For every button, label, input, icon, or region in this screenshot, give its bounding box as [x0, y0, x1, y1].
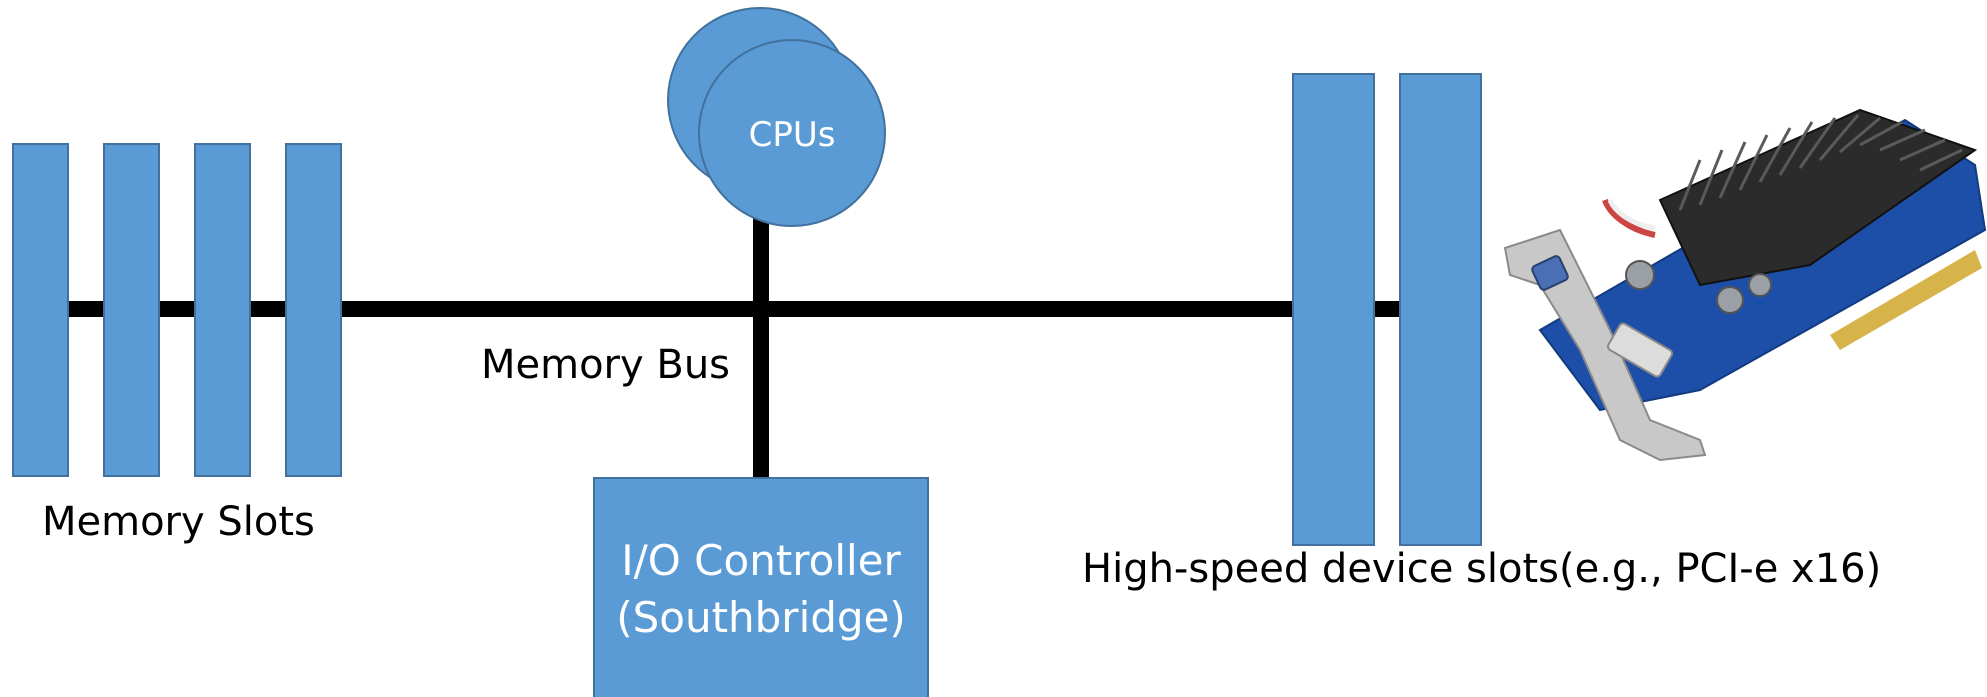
io-controller-label-line2: (Southbridge) [616, 593, 906, 642]
io-controller-label-line1: I/O Controller [621, 536, 901, 585]
high-speed-slot-2 [1399, 73, 1482, 546]
memory-bus-label: Memory Bus [481, 342, 730, 388]
graphics-card-image [1503, 108, 1987, 462]
io-controller: I/O Controller (Southbridge) [593, 477, 929, 697]
memory-slot-4 [285, 143, 342, 477]
cpus: CPUs [667, 7, 886, 227]
memory-slots [12, 143, 342, 477]
high-speed-slot-1 [1292, 73, 1375, 546]
high-speed-slots-label: High-speed device slots(e.g., PCI-e x16) [1082, 546, 1881, 592]
io-controller-box [593, 477, 929, 697]
memory-slot-2 [103, 143, 160, 477]
cpus-label: CPUs [749, 115, 836, 155]
high-speed-slots [1292, 73, 1482, 546]
cpu-front-circle [698, 39, 886, 227]
memory-slot-3 [194, 143, 251, 477]
memory-slots-label: Memory Slots [42, 499, 315, 545]
memory-slot-1 [12, 143, 69, 477]
